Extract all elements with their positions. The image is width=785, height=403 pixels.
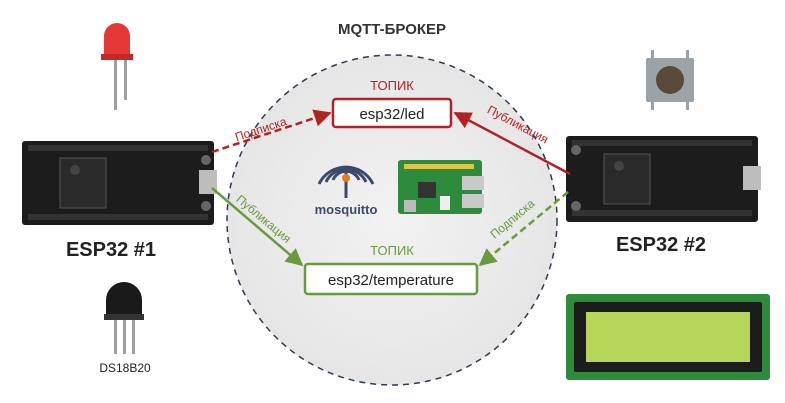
- esp32-2-label: ESP32 #2: [616, 234, 706, 256]
- mosquitto-logo: mosquitto: [315, 165, 378, 217]
- mosquitto-wordmark: mosquitto: [315, 202, 378, 217]
- broker-circle: [226, 54, 558, 386]
- esp32-board-1: [22, 141, 217, 225]
- ds18b20-label: DS18B20: [99, 361, 151, 375]
- topic-heading-temperature: ТОПИК: [370, 243, 414, 258]
- topic-name-temperature: esp32/temperature: [328, 272, 454, 289]
- topic-box-led: [331, 97, 453, 129]
- arrow-esp2-subscribe-temperature: [478, 191, 569, 267]
- esp32-1-label: ESP32 #1: [66, 239, 156, 261]
- broker-title: MQTT-БРОКЕР: [338, 21, 446, 38]
- topic-name-led: esp32/led: [359, 106, 424, 123]
- esp32-board-2: [566, 136, 761, 222]
- arrow-esp2-publish-led: [453, 111, 571, 176]
- push-button-icon: [646, 50, 694, 110]
- arrow-esp1-subscribe-led: [211, 109, 332, 154]
- topic-heading-led: ТОПИК: [370, 78, 414, 93]
- ds18b20-sensor-icon: [104, 282, 144, 354]
- lcd-display-icon: [566, 294, 770, 380]
- topic-box-temperature: [303, 262, 479, 296]
- arrow-esp1-publish-temperature: [211, 187, 304, 267]
- raspberry-pi-board-icon: [398, 160, 484, 214]
- red-led-icon: [101, 23, 133, 110]
